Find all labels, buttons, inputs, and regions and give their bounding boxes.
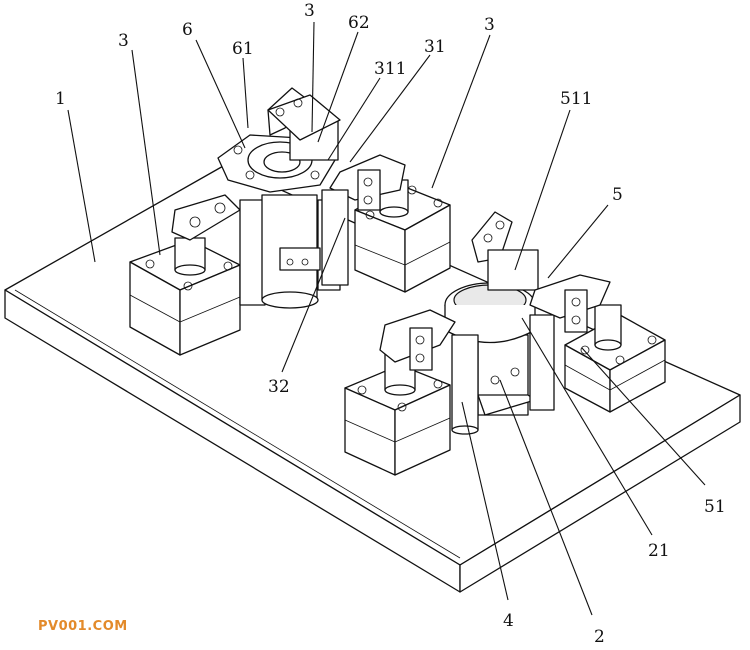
label-3-right: 3 (484, 15, 495, 35)
watermark: PV001.COM (38, 619, 128, 634)
lower-station (444, 211, 555, 435)
label-62: 62 (348, 13, 370, 33)
clamp-unit-left (129, 194, 241, 356)
label-61: 61 (232, 39, 254, 59)
reference-labels: 1 3 6 61 3 62 311 31 3 32 511 5 51 21 4 … (55, 1, 726, 647)
clamp-unit-center (321, 154, 451, 293)
label-51: 51 (704, 497, 726, 517)
label-5: 5 (612, 185, 623, 205)
label-4: 4 (503, 611, 514, 631)
label-6: 6 (182, 20, 193, 40)
label-511: 511 (560, 89, 592, 109)
clamp-unit-front (344, 309, 456, 476)
label-32: 32 (268, 377, 290, 397)
label-311: 311 (374, 59, 406, 79)
label-21: 21 (648, 541, 670, 561)
label-3-top: 3 (304, 1, 315, 21)
label-3-left: 3 (118, 31, 129, 51)
leader-lines (67, 21, 706, 616)
label-2: 2 (594, 627, 605, 647)
label-31: 31 (424, 37, 446, 57)
label-1: 1 (55, 89, 66, 109)
